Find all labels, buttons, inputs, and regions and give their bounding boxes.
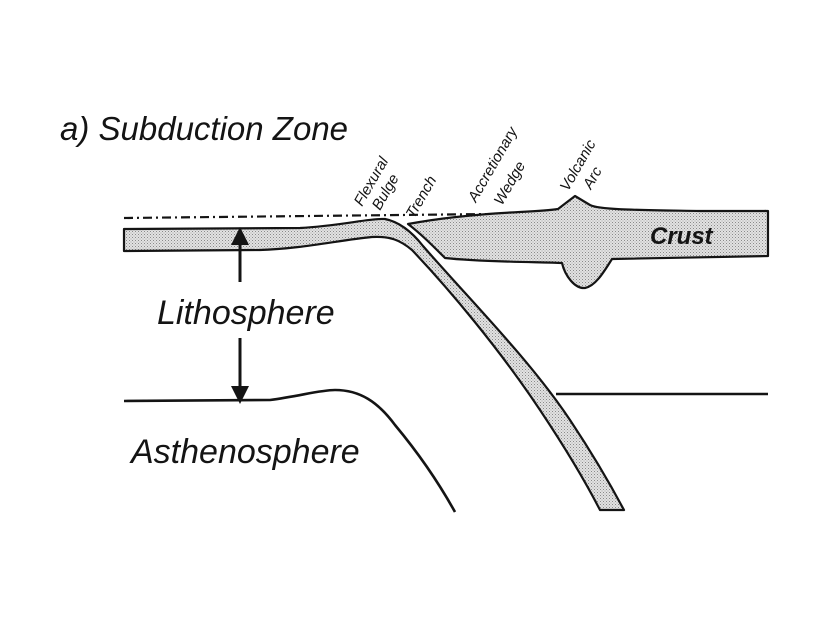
asthenosphere-label: Asthenosphere (129, 433, 360, 471)
lithosphere-base-line (123, 388, 457, 513)
crust-label: Crust (650, 223, 714, 250)
lithosphere-label: Lithosphere (157, 294, 335, 332)
diagram-title: a) Subduction Zone (60, 110, 348, 147)
overriding-crust (406, 194, 770, 290)
subducting-oceanic-crust (122, 217, 626, 512)
